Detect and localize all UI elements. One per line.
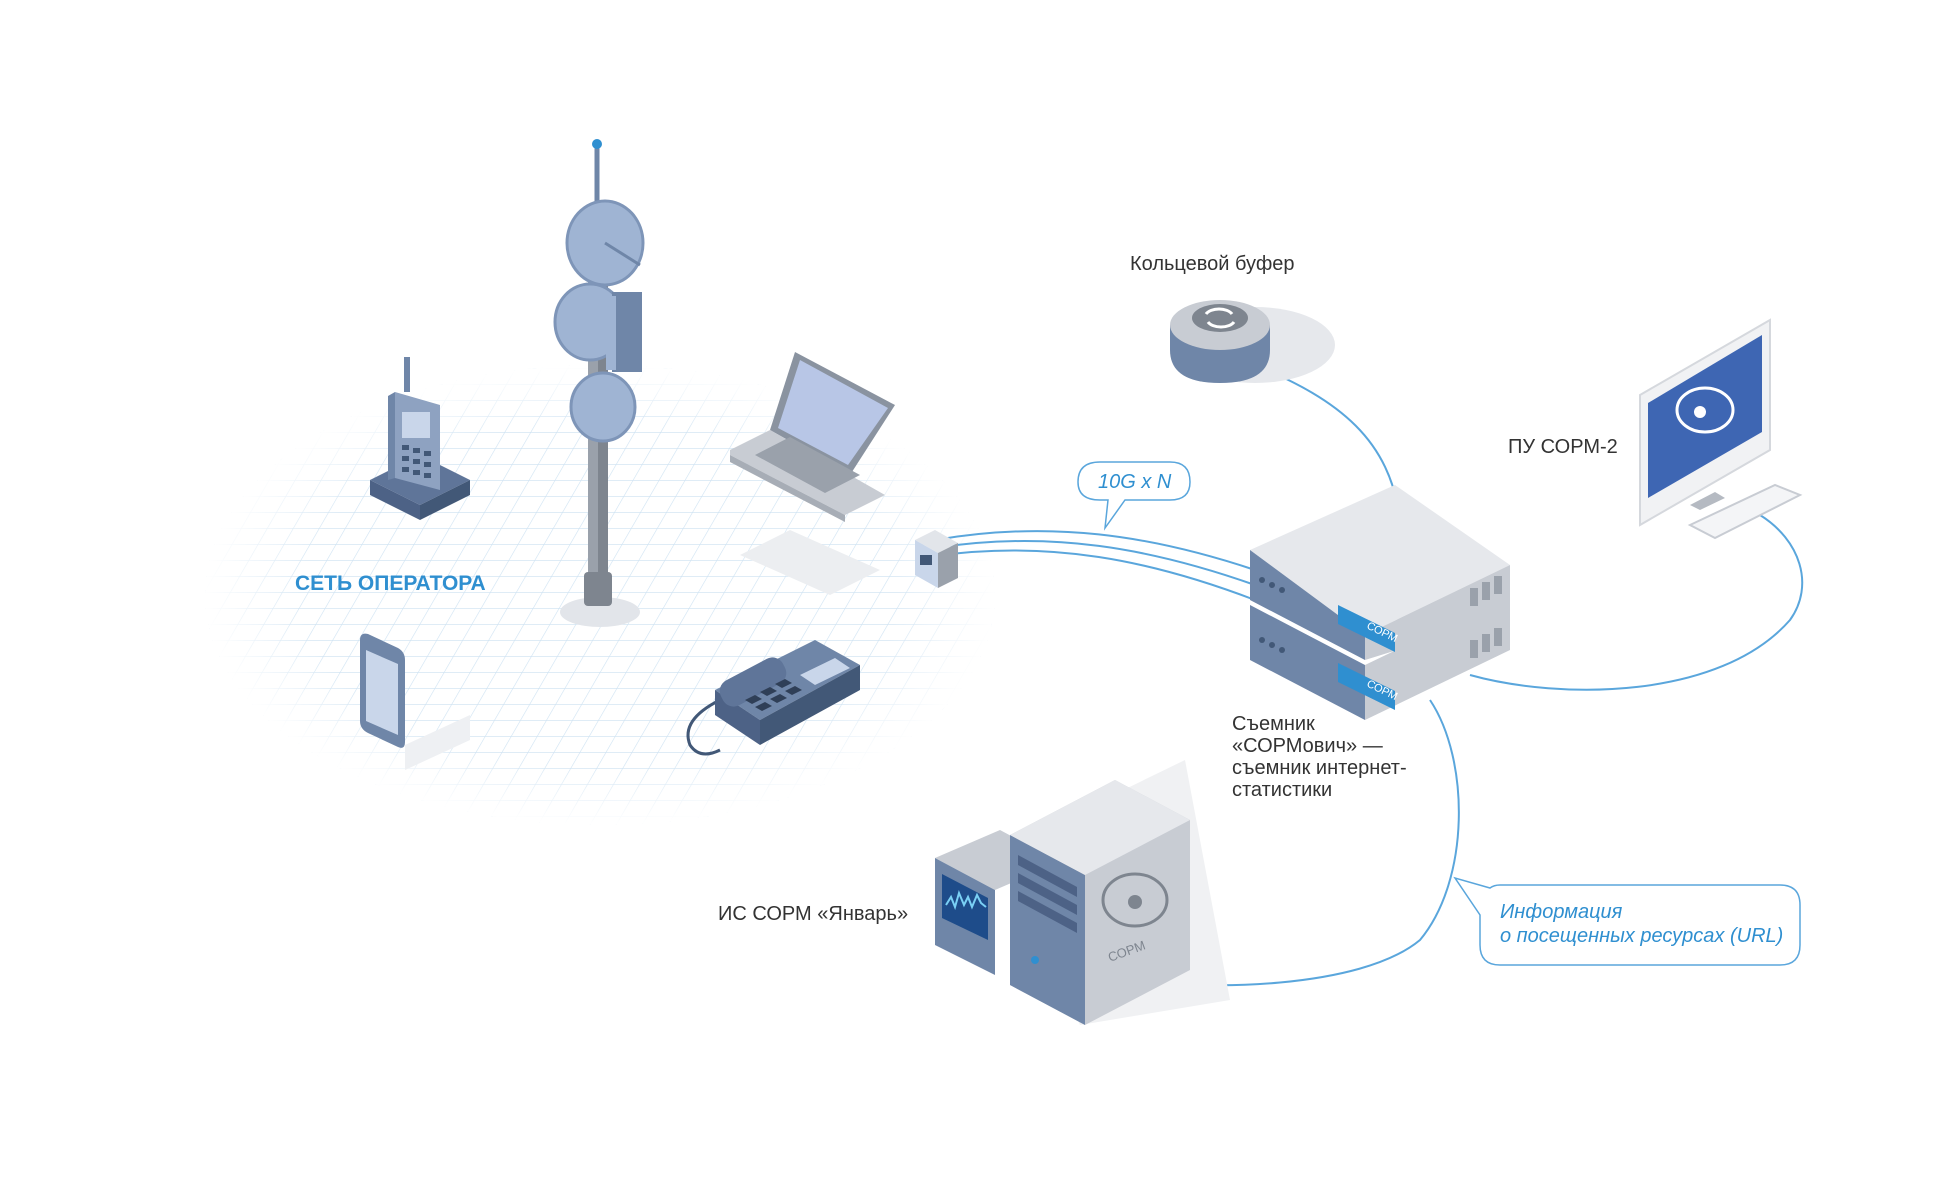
url-info-text: Информация о посещенных ресурсах (URL)	[1500, 901, 1784, 947]
cell-tower-icon	[553, 139, 645, 627]
collector-server-icon	[1250, 485, 1510, 720]
link-speed-callout	[1077, 461, 1191, 531]
tablet-icon	[360, 633, 470, 770]
desk-phone-icon	[686, 640, 860, 756]
fiber-links	[934, 530, 1256, 601]
monitor-link	[1469, 514, 1804, 691]
is-sorm-workstation-icon	[935, 760, 1230, 1025]
network-switch-icon	[915, 530, 958, 588]
pu-sorm-label: ПУ СОРМ-2	[1508, 436, 1618, 458]
laptop-icon	[730, 352, 895, 595]
link-speed-text: 10G x N	[1098, 471, 1172, 493]
cordless-phone-icon	[370, 357, 470, 520]
collector-label: Съемник «СОРМович» — съемник интернет- с…	[1232, 713, 1407, 801]
is-sorm-label: ИС СОРМ «Январь»	[718, 903, 909, 925]
monitor-icon	[1639, 318, 1803, 540]
url-info-callout	[1453, 876, 1801, 966]
ring-buffer-label: Кольцевой буфер	[1130, 253, 1295, 275]
operator-network-label: СЕТЬ ОПЕРАТОРА	[295, 572, 486, 595]
ring-buffer-icon	[1170, 300, 1335, 383]
